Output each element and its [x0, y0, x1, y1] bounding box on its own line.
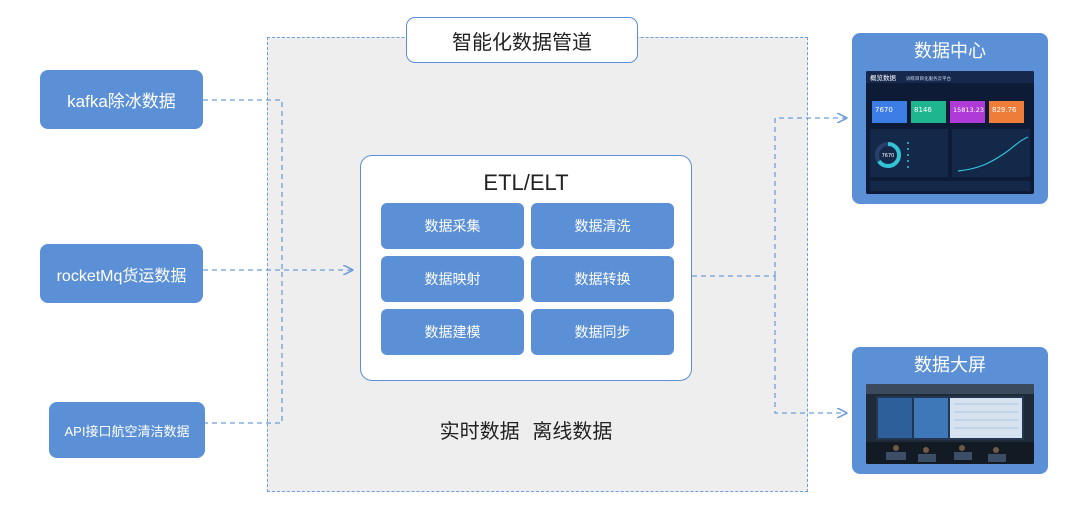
step-data-mapping: 数据映射: [381, 256, 524, 302]
source-rocketmq: rocketMq货运数据: [40, 244, 203, 303]
kpi-value-1: 7670: [875, 106, 893, 114]
output-big-screen: 数据大屏: [852, 347, 1048, 474]
connector-kafka: [203, 99, 283, 270]
connector-to-big-screen: [774, 276, 846, 413]
donut-value: 7670: [882, 153, 895, 159]
step-data-transform: 数据转换: [531, 256, 674, 302]
output-data-center: 数据中心 概览数据 训练目目化服务云平台 7670 8146 15813.23 …: [852, 33, 1048, 204]
screenshot-logo: 概览数据: [870, 73, 897, 82]
kpi-value-2: 8146: [914, 106, 932, 114]
step-data-cleaning: 数据清洗: [531, 203, 674, 249]
kpi-value-3: 15813.23: [953, 106, 984, 114]
connector-to-data-center: [774, 118, 846, 276]
data-center-screenshot: 概览数据 训练目目化服务云平台 7670 8146 15813.23 829.7…: [866, 71, 1034, 194]
screenshot-heading: 训练目目化服务云平台: [906, 75, 951, 82]
source-api: API接口航空清洁数据: [49, 402, 205, 458]
big-screen-photo: [866, 384, 1034, 464]
step-data-sync: 数据同步: [531, 309, 674, 355]
pipeline-title: 智能化数据管道: [406, 17, 638, 63]
step-data-collection: 数据采集: [381, 203, 524, 249]
step-data-modeling: 数据建模: [381, 309, 524, 355]
kpi-value-4: 829.76: [992, 106, 1017, 114]
source-kafka: kafka除冰数据: [40, 70, 203, 129]
big-screen-title: 数据大屏: [914, 355, 986, 376]
data-center-title: 数据中心: [914, 41, 986, 62]
data-modes-label: 实时数据 离线数据: [439, 419, 613, 443]
etl-title: ETL/ELT: [483, 170, 569, 195]
connector-api: [203, 270, 283, 424]
